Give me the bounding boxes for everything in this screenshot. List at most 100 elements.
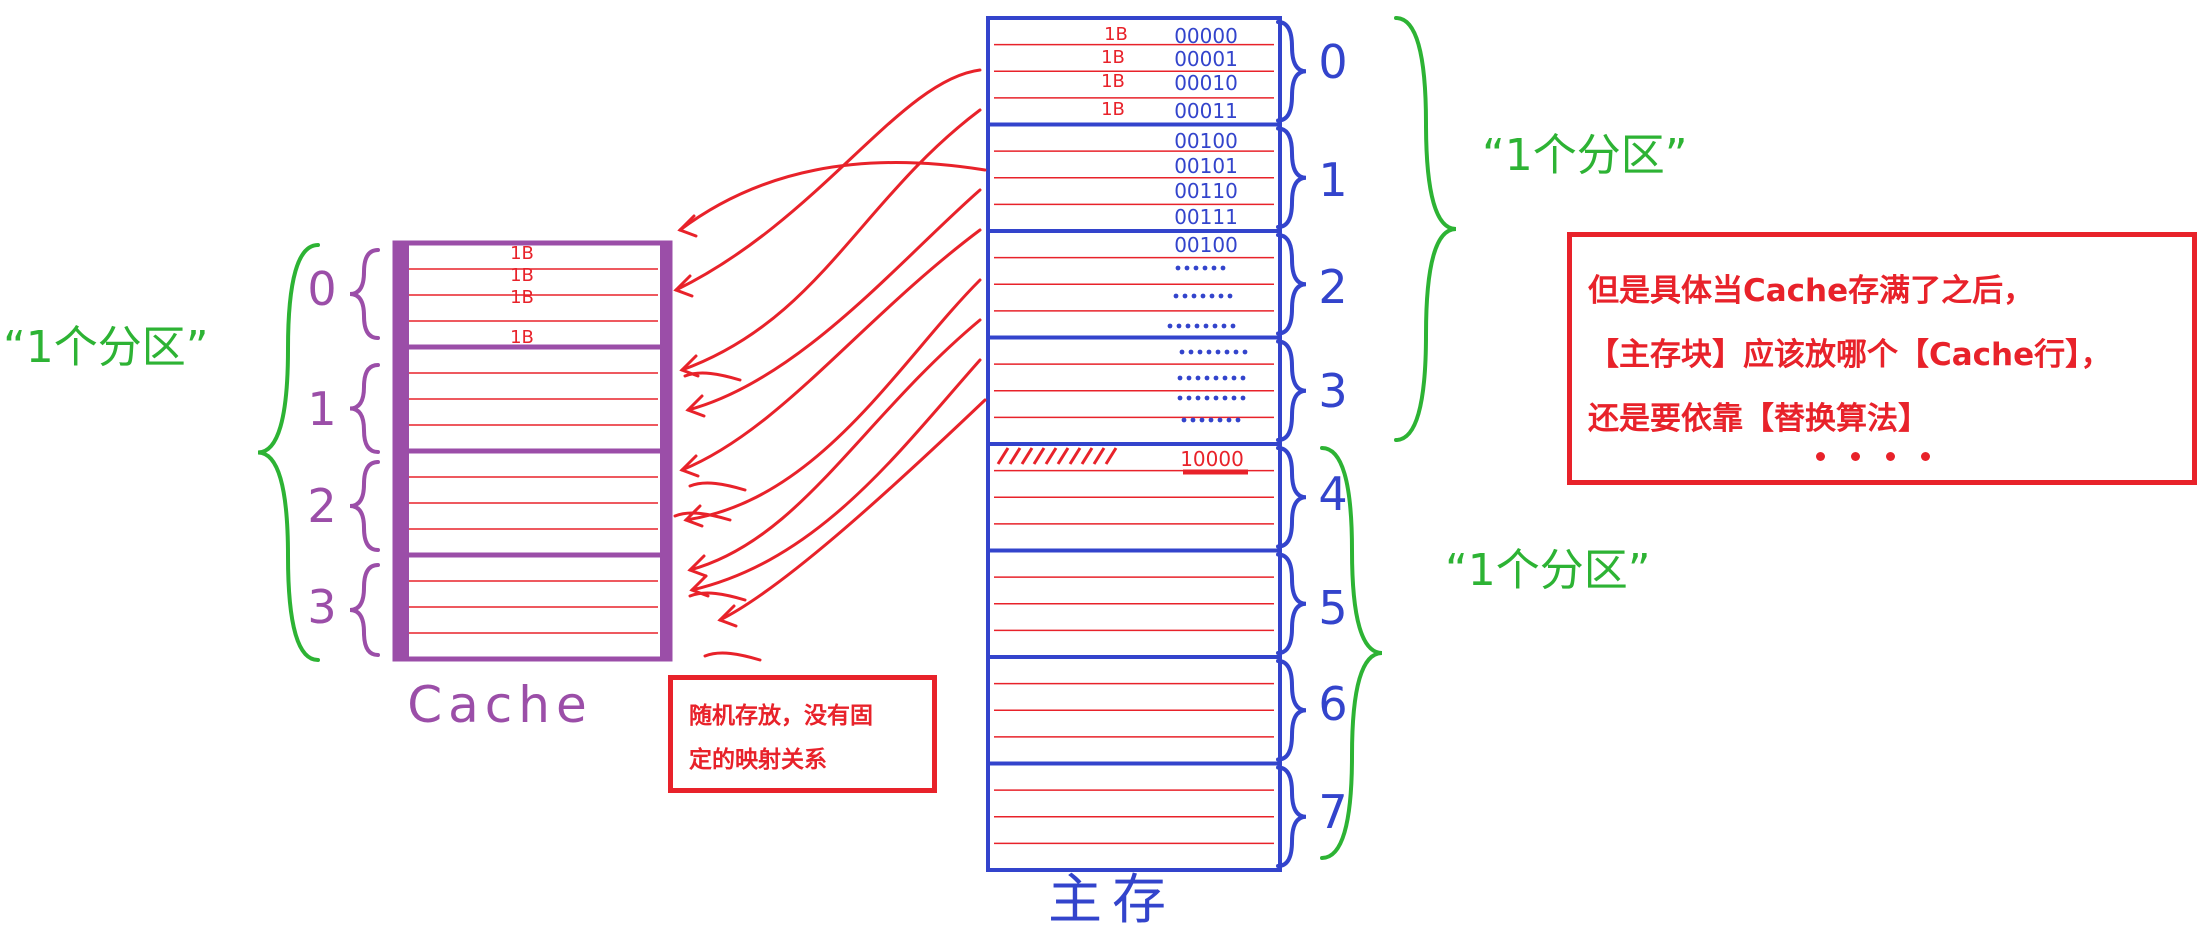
placeholder-dot <box>1221 323 1227 329</box>
placeholder-dot <box>1173 293 1179 299</box>
cache-byte-mark: 1B <box>510 287 534 308</box>
memory-partition-brace <box>1320 446 1383 860</box>
cache-partition-label: “1个分区” <box>3 322 209 373</box>
placeholder-dot <box>1204 375 1210 381</box>
placeholder-dot <box>1211 265 1217 271</box>
memory-address: 00010 <box>1174 71 1238 95</box>
cache-group-brace <box>349 363 380 454</box>
mapping-arrow <box>684 278 982 522</box>
memory-address: 00000 <box>1174 24 1238 48</box>
hatch-mark <box>1104 447 1118 465</box>
cache-byte-mark: 1B <box>510 243 534 264</box>
cache-group-brace <box>349 460 380 552</box>
placeholder-dot <box>1200 293 1206 299</box>
cache-group-number: 3 <box>307 580 336 634</box>
cache-rows <box>407 268 658 634</box>
placeholder-dot <box>1167 323 1173 329</box>
placeholder-dot <box>1226 417 1232 423</box>
mapping-arrow <box>674 68 982 292</box>
placeholder-dot <box>1220 265 1226 271</box>
memory-address: 00100 <box>1174 129 1238 153</box>
mapping-arrow <box>678 161 987 232</box>
placeholder-dot <box>1176 323 1182 329</box>
memory-byte-mark: 1B <box>1101 71 1125 92</box>
memory-byte-mark: 1B <box>1101 99 1125 120</box>
placeholder-dot <box>1208 417 1214 423</box>
memory-frame <box>986 16 1282 872</box>
placeholder-dot <box>1175 265 1181 271</box>
placeholder-dot <box>1179 349 1185 355</box>
mapping-arrow <box>688 591 747 602</box>
hatch-mark <box>1068 447 1082 465</box>
cache-frame <box>392 240 673 662</box>
memory-address: 10000 <box>1180 447 1244 471</box>
placeholder-dot <box>1177 375 1183 381</box>
placeholder-dot <box>1191 293 1197 299</box>
note-line: 【主存块】应该放哪个【Cache行】， <box>1588 337 2112 373</box>
memory-address: 00101 <box>1174 154 1238 178</box>
mapping-arrow <box>690 358 982 592</box>
replacement-note: 但是具体当Cache存满了之后， 【主存块】应该放哪个【Cache行】， 还是要… <box>1567 232 2197 485</box>
cache-group-brace <box>349 248 380 340</box>
hatch-mark <box>1008 447 1022 465</box>
arrow-head <box>673 274 694 298</box>
placeholder-dot <box>1204 395 1210 401</box>
placeholder-dot <box>1177 395 1183 401</box>
memory-block-brace <box>1276 659 1307 762</box>
mapping-arrow <box>673 511 732 522</box>
placeholder-dot <box>1182 293 1188 299</box>
memory-block-number: 2 <box>1318 260 1347 314</box>
memory-block-brace <box>1276 339 1307 442</box>
placeholder-dot <box>1231 395 1237 401</box>
placeholder-dot <box>1242 349 1248 355</box>
placeholder-dot <box>1217 417 1223 423</box>
placeholder-dot <box>1195 395 1201 401</box>
arrow-head <box>717 604 738 628</box>
mapping-arrow <box>688 318 982 572</box>
placeholder-dot <box>1199 417 1205 423</box>
memory-address: 00110 <box>1174 179 1238 203</box>
placeholder-dot <box>1194 323 1200 329</box>
mapping-arrows <box>673 68 987 662</box>
placeholder-dot <box>1218 293 1224 299</box>
mapping-arrow <box>703 651 762 662</box>
mapping-arrow <box>683 371 742 382</box>
placeholder-dot <box>1215 349 1221 355</box>
memory-rows <box>994 43 1274 845</box>
placeholder-dot <box>1224 349 1230 355</box>
mapping-arrow <box>680 108 982 372</box>
placeholder-dot <box>1240 375 1246 381</box>
placeholder-dot <box>1202 265 1208 271</box>
hatch-mark <box>1044 447 1058 465</box>
memory-block-brace <box>1276 552 1307 655</box>
arrow-head <box>687 554 708 578</box>
memory-block-number: 3 <box>1318 364 1347 418</box>
memory-address: 00001 <box>1174 47 1238 71</box>
placeholder-dot <box>1240 395 1246 401</box>
placeholder-dot <box>1209 293 1215 299</box>
placeholder-dot <box>1227 293 1233 299</box>
placeholder-dot <box>1190 417 1196 423</box>
placeholder-dot <box>1213 375 1219 381</box>
placeholder-dot <box>1235 417 1241 423</box>
memory-block-number: 6 <box>1318 677 1347 731</box>
arrow-head <box>685 394 706 418</box>
cache-partition-brace <box>257 243 320 662</box>
memory-block-brace <box>1276 765 1307 868</box>
placeholder-dot <box>1181 417 1187 423</box>
memory-address: 00111 <box>1174 205 1238 229</box>
memory-address: 00011 <box>1174 99 1238 123</box>
memory-block-number: 5 <box>1318 581 1347 635</box>
placeholder-dot <box>1212 323 1218 329</box>
placeholder-dot <box>1203 323 1209 329</box>
placeholder-dot <box>1188 349 1194 355</box>
placeholder-dot <box>1222 375 1228 381</box>
cache-byte-mark: 1B <box>510 265 534 286</box>
memory-block-number: 1 <box>1318 153 1347 207</box>
memory-byte-mark: 1B <box>1104 24 1128 45</box>
hatch-mark <box>1092 447 1106 465</box>
cache-byte-mark: 1B <box>510 327 534 348</box>
mapping-arrow <box>686 188 982 412</box>
placeholder-dot <box>1195 375 1201 381</box>
